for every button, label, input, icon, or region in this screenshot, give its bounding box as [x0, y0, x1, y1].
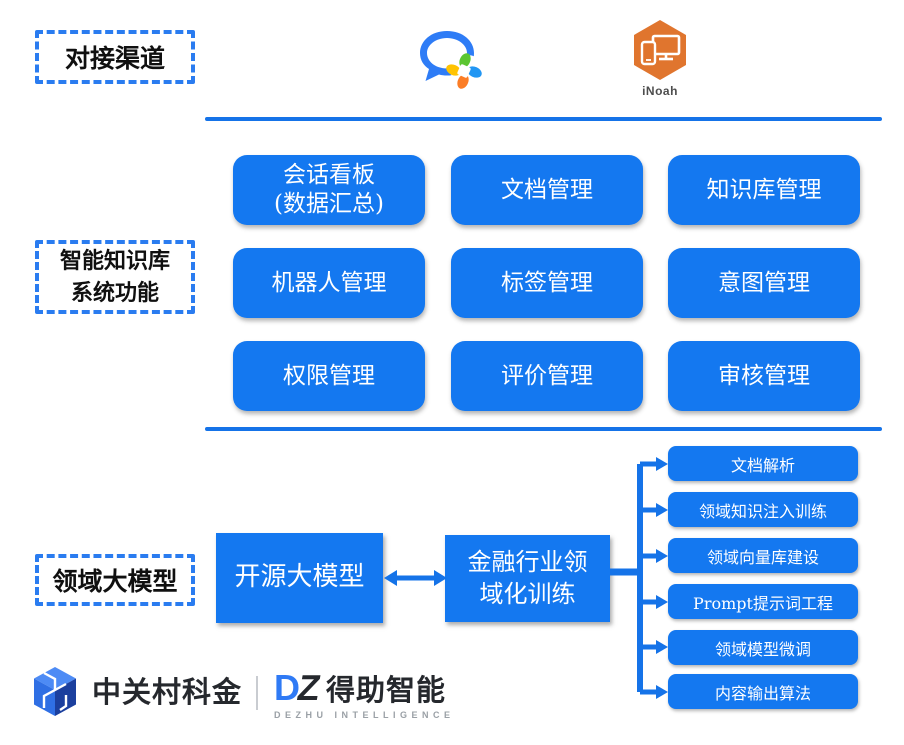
open-source-llm-label: 开源大模型 [234, 562, 365, 593]
branch-label: 领域向量库建设 [706, 547, 819, 567]
inoah-channel: iNoah [618, 18, 702, 98]
brand-dezhu-subtitle: DEZHU INTELLIGENCE [274, 710, 455, 720]
section-label-channels: 对接渠道 [35, 30, 195, 84]
wecom-chat-icon [413, 24, 489, 92]
dezhu-logo-z: Z [294, 667, 324, 708]
branch-label: 内容输出算法 [714, 683, 811, 703]
kb-function-audit-mgmt: 审核管理 [668, 341, 860, 411]
training-label-line1: 金融行业领 [467, 548, 588, 577]
kb-function-tag-mgmt: 标签管理 [451, 248, 643, 318]
kb-function-knowledgebase-mgmt: 知识库管理 [668, 155, 860, 225]
branch-label: Prompt提示词工程 [693, 593, 833, 613]
branch-label: 领域知识注入训练 [698, 501, 827, 521]
section-label-domain-llm: 领域大模型 [35, 554, 195, 606]
brand-divider [256, 676, 259, 710]
divider-line-top [205, 117, 882, 121]
kb-function-label: 知识库管理 [706, 176, 822, 203]
open-source-llm-box: 开源大模型 [216, 533, 383, 623]
kb-function-label: 审核管理 [718, 362, 810, 389]
kb-function-label: 意图管理 [718, 269, 810, 296]
kb-function-permission-mgmt: 权限管理 [233, 341, 425, 411]
branch-label: 领域模型微调 [714, 639, 811, 659]
kb-function-label: 会话看板 [283, 162, 375, 189]
kb-function-session-board: 会话看板 (数据汇总) [233, 155, 425, 225]
footer-brand-bar: 中关村科金 D Z 得助智能 DEZHU INTELLIGENCE [30, 664, 455, 722]
kb-function-robot-mgmt: 机器人管理 [233, 248, 425, 318]
llm-branch-vector-db: 领域向量库建设 [668, 538, 858, 573]
llm-branch-doc-parsing: 文档解析 [668, 446, 858, 481]
llm-branch-prompt-engineering: Prompt提示词工程 [668, 584, 858, 619]
kb-label-line1: 智能知识库 [59, 248, 170, 274]
kb-function-document-mgmt: 文档管理 [451, 155, 643, 225]
zgc-cube-logo-icon [34, 667, 76, 716]
finance-domain-training-box: 金融行业领 域化训练 [445, 535, 610, 622]
brand-dezhu-zhineng: 得助智能 [326, 675, 447, 707]
section-label-kb-functions: 智能知识库 系统功能 [35, 240, 195, 314]
inoah-label: iNoah [642, 84, 678, 98]
llm-label: 领域大模型 [52, 568, 178, 596]
kb-function-label: 机器人管理 [271, 269, 387, 296]
kb-function-label: 文档管理 [501, 176, 593, 203]
kb-function-label: 标签管理 [501, 269, 593, 296]
training-label-line2: 域化训练 [479, 579, 576, 608]
kb-label-line2: 系统功能 [70, 280, 159, 305]
kb-function-label: 评价管理 [501, 362, 593, 389]
kb-function-label: 权限管理 [283, 362, 375, 389]
brand-zhongguancun-kejin: 中关村科金 [92, 677, 243, 709]
channels-label: 对接渠道 [64, 45, 165, 73]
llm-branch-model-finetune: 领域模型微调 [668, 630, 858, 665]
inoah-hexagon-icon [634, 20, 686, 80]
kb-function-intent-mgmt: 意图管理 [668, 248, 860, 318]
llm-branch-content-output: 内容输出算法 [668, 674, 858, 709]
divider-line-bottom [205, 427, 882, 431]
kb-function-label: (数据汇总) [274, 191, 384, 217]
branch-label: 文档解析 [730, 455, 795, 475]
llm-branch-knowledge-injection: 领域知识注入训练 [668, 492, 858, 527]
dezhu-logo-d: D [274, 667, 301, 708]
dezhu-brand-block: D Z 得助智能 DEZHU INTELLIGENCE [274, 664, 455, 720]
kb-function-evaluation-mgmt: 评价管理 [451, 341, 643, 411]
connector-arrows [384, 457, 668, 699]
